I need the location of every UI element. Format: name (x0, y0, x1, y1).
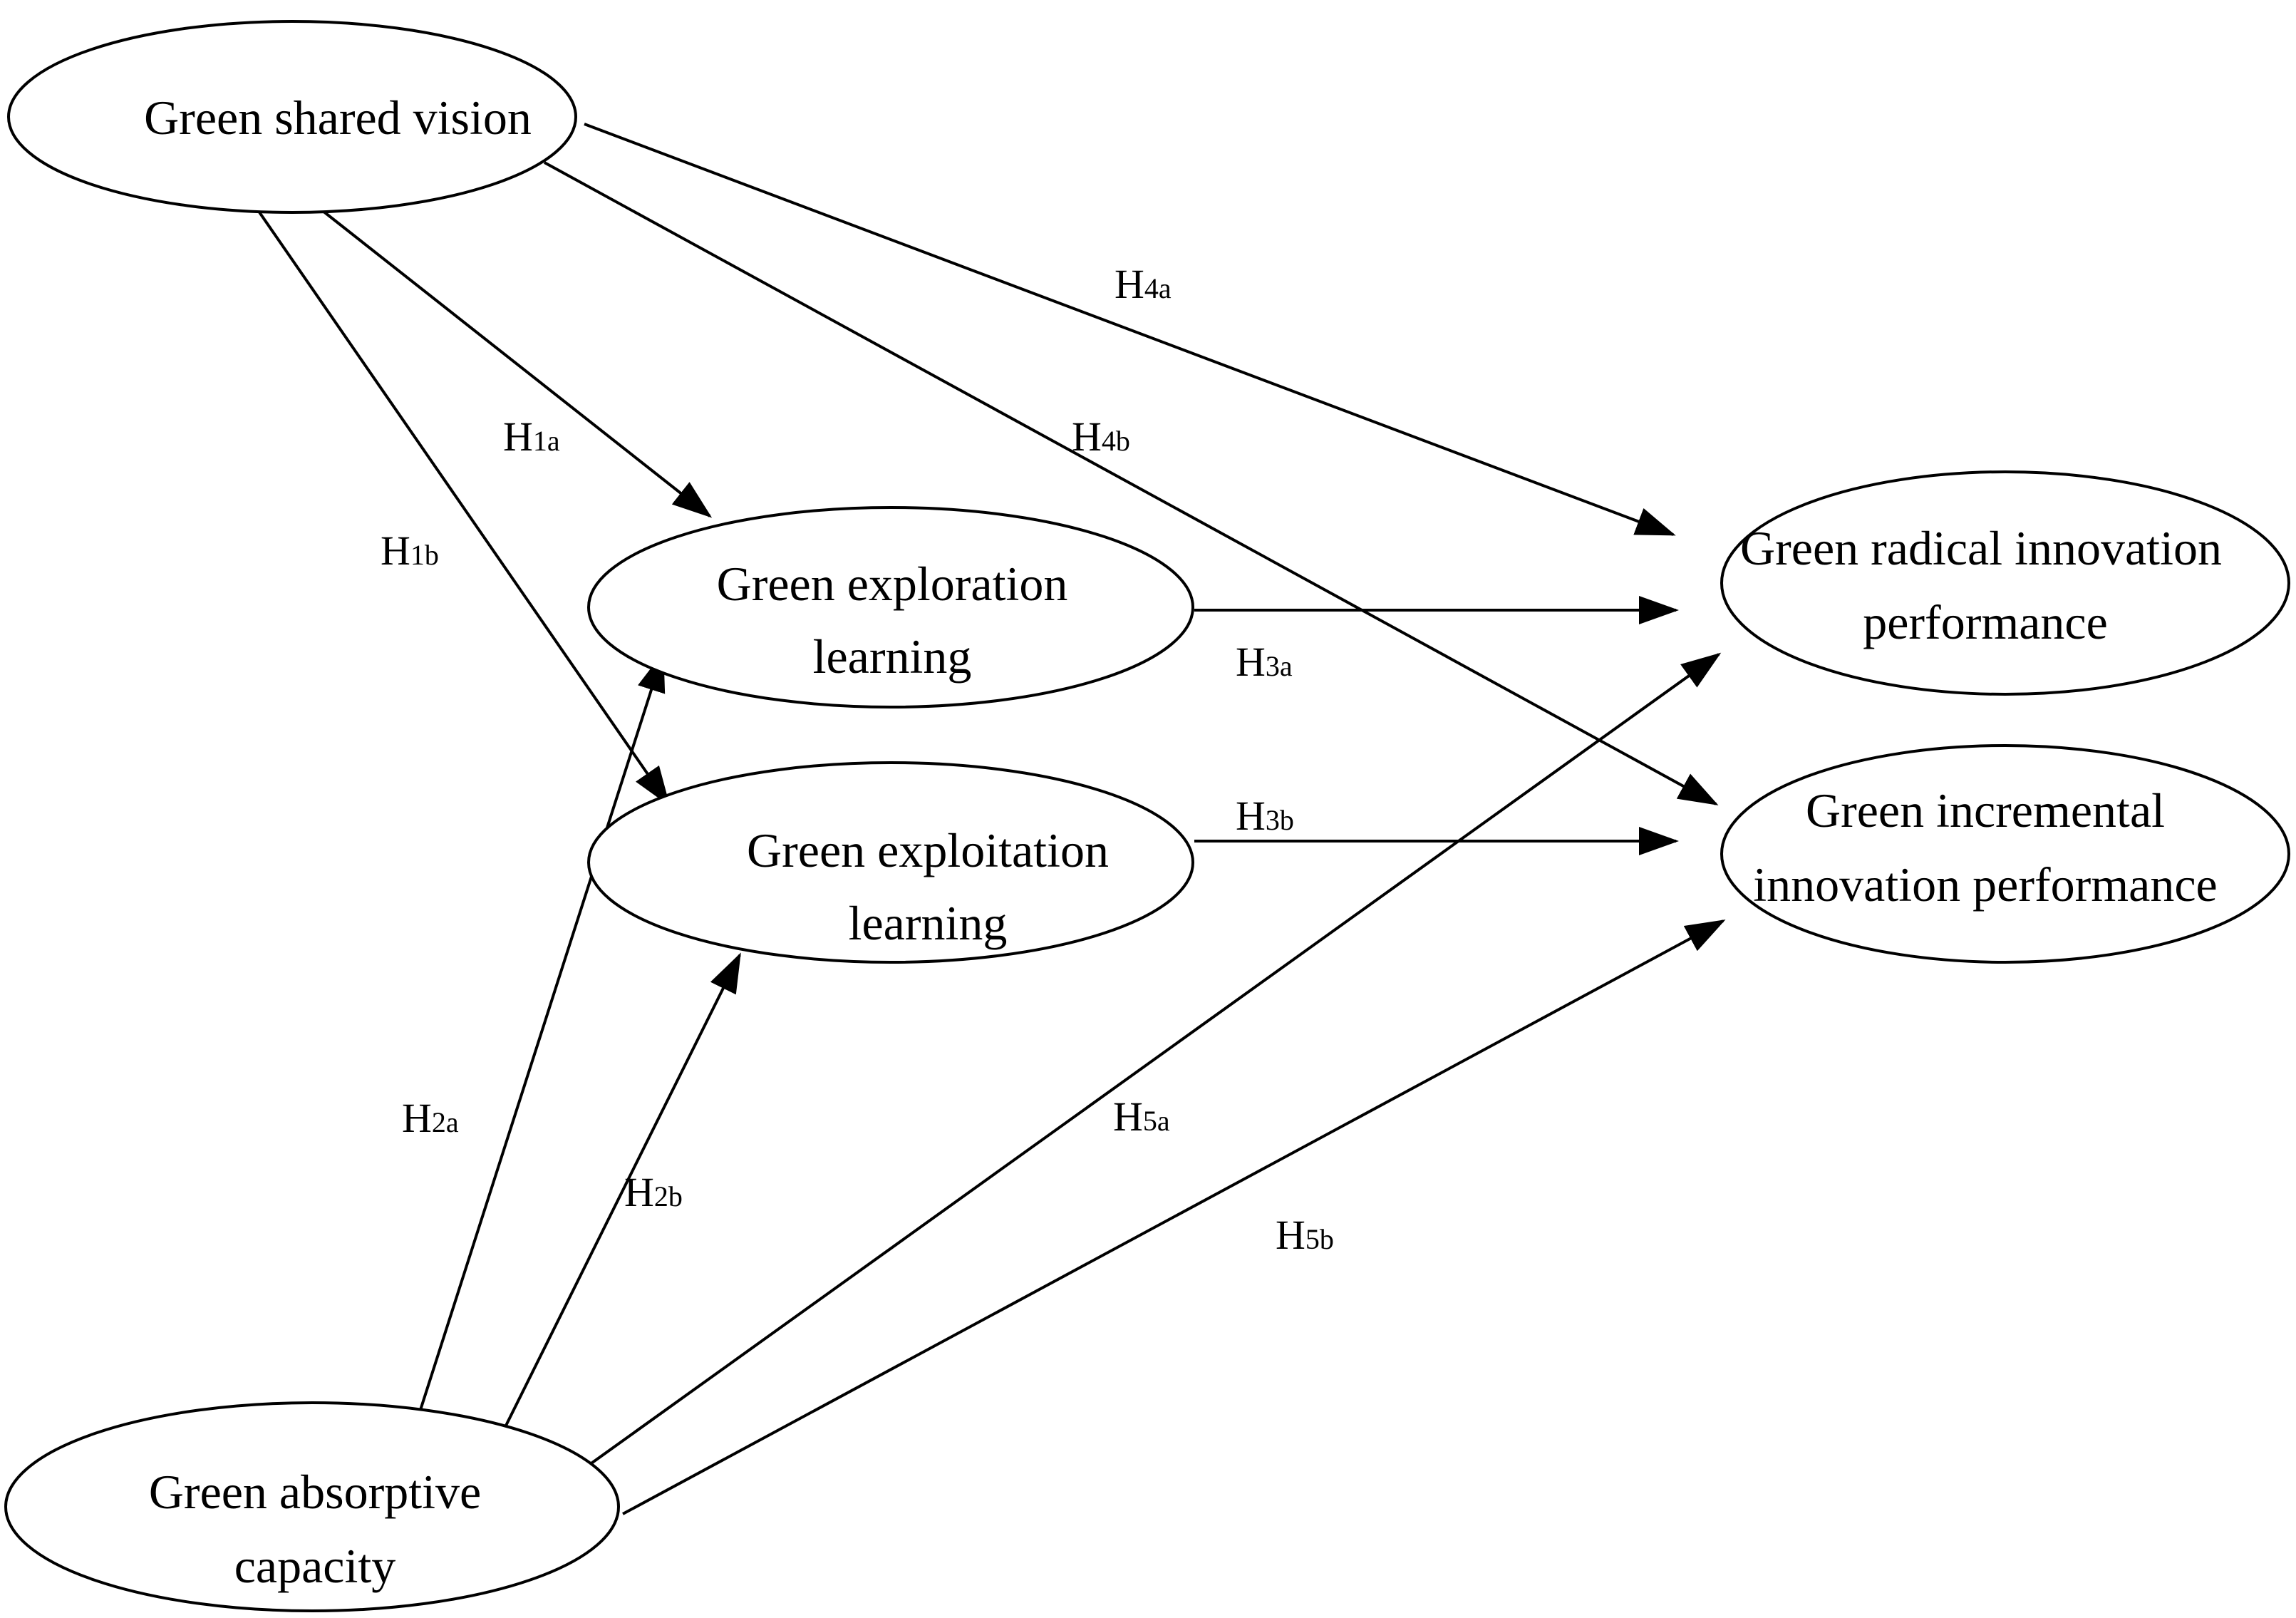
edge-h4b (544, 161, 1719, 805)
label-h3b: H3b (1236, 793, 1294, 839)
label-h1a: H1a (503, 413, 560, 460)
label-h4b: H4b (1072, 413, 1130, 460)
node-green-absorptive-capacity: Green absorptive capacity (4, 1401, 620, 1612)
label-h3a: H3a (1236, 639, 1293, 685)
node-label: Green shared vision (144, 91, 532, 145)
label-h2a: H2a (402, 1095, 459, 1141)
node-label-line2: learning (813, 629, 972, 684)
edge-h4a (584, 123, 1676, 536)
edge-h5b (622, 919, 1726, 1515)
node-label-line1: Green exploitation (747, 823, 1109, 877)
node-green-exploitation-learning: Green exploitation learning (587, 761, 1194, 964)
label-h5a: H5a (1113, 1093, 1170, 1140)
node-green-incremental-innovation-performance: Green incremental innovation performance (1720, 744, 2290, 964)
label-h4a: H4a (1115, 261, 1172, 307)
node-label-line2: learning (849, 896, 1008, 950)
hypothesis-labels: H4a H1a H4b H1b H3a H3b H2a H5a H2b H5b (381, 261, 1334, 1258)
edge-h1a (318, 207, 713, 518)
node-label-line2: capacity (234, 1539, 396, 1593)
label-h1b: H1b (381, 527, 439, 574)
label-h2b: H2b (624, 1169, 683, 1215)
label-h5b: H5b (1276, 1212, 1334, 1258)
edges (255, 123, 1726, 1515)
node-label-line2: innovation performance (1753, 857, 2217, 912)
node-label-line1: Green exploration (717, 557, 1068, 611)
node-label-line1: Green incremental (1806, 783, 2165, 838)
node-label-line1: Green radical innovation (1740, 521, 2222, 575)
node-green-exploration-learning: Green exploration learning (587, 506, 1194, 708)
node-green-radical-innovation-performance: Green radical innovation performance (1720, 470, 2290, 696)
node-green-shared-vision: Green shared vision (7, 20, 577, 214)
node-label-line1: Green absorptive (149, 1465, 481, 1519)
edge-h5a (583, 652, 1722, 1470)
edge-h2a (419, 651, 666, 1411)
edge-h2b (502, 952, 741, 1432)
node-label-line2: performance (1863, 595, 2108, 649)
edge-h1b (255, 207, 671, 807)
